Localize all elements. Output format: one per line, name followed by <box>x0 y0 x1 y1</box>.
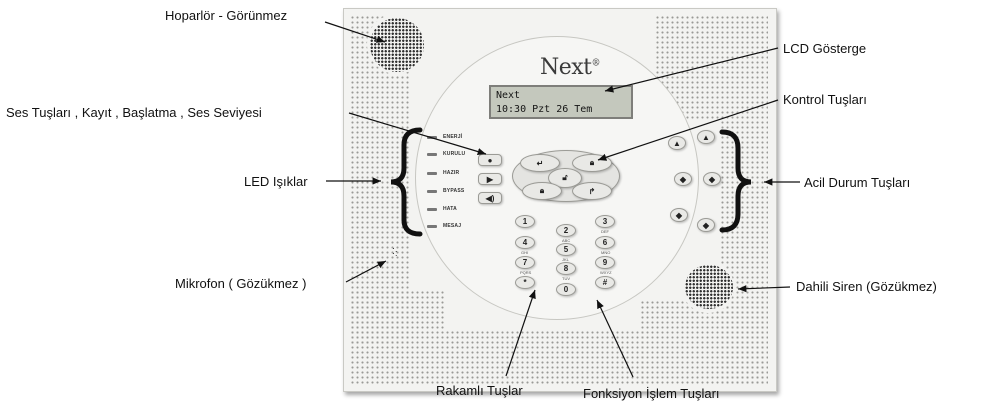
keypad-sub-5: JKL <box>562 257 569 262</box>
keypad-key-2[interactable]: 2 <box>556 224 576 237</box>
arm-home-icon: ↵ <box>536 158 544 168</box>
grille-bottom-center <box>445 330 645 385</box>
keypad-key-3[interactable]: 3 <box>595 215 615 228</box>
control-unlock-button[interactable]: 🔓︎ <box>548 168 582 188</box>
keypad-key-5[interactable]: 5 <box>556 243 576 256</box>
keypad-key-star[interactable]: * <box>515 276 535 289</box>
lcd-line-2: 10:30 Pzt 26 Tem <box>496 104 593 115</box>
keypad-sub-2: ABC <box>562 238 571 243</box>
label-numeric-keys: Rakamlı Tuşlar <box>436 383 523 398</box>
led-label-fault: HATA <box>443 206 457 212</box>
keypad-key-4[interactable]: 4 <box>515 236 535 249</box>
control-arm-home-button[interactable]: ↵ <box>520 154 560 172</box>
label-function-keys: Fonksiyon İşlem Tuşları <box>583 386 720 401</box>
emergency-key-4[interactable]: ◆ <box>703 172 721 186</box>
keypad-sub-8: TUV <box>562 276 570 281</box>
internal-siren <box>685 265 733 309</box>
led-label-armed: KURULU <box>443 151 466 157</box>
control-exit-button[interactable]: ↱ <box>572 182 612 200</box>
emergency-icon: ◆ <box>702 220 710 230</box>
keypad-key-9[interactable]: 9 <box>595 256 615 269</box>
label-microphone: Mikrofon ( Gözükmez ) <box>175 276 307 291</box>
volume-icon: ◀) <box>485 193 495 203</box>
lock-icon: 🔒︎ <box>589 158 595 167</box>
play-button[interactable]: ▶ <box>478 173 502 185</box>
exit-icon: ↱ <box>588 186 596 196</box>
play-icon: ▶ <box>486 174 494 184</box>
led-label-message: MESAJ <box>443 223 462 229</box>
keypad-sub-9: WXYZ <box>600 270 612 275</box>
led-label-ready: HAZIR <box>443 170 460 176</box>
label-internal-siren: Dahili Siren (Gözükmez) <box>796 279 937 294</box>
keypad-key-6[interactable]: 6 <box>595 236 615 249</box>
aux-icon: ◆ <box>675 210 683 220</box>
led-ready <box>427 172 437 175</box>
keypad-key-1[interactable]: 1 <box>515 215 535 228</box>
microphone-holes: ··: <box>392 243 398 258</box>
led-label-bypass: BYPASS <box>443 188 465 194</box>
keypad-key-7[interactable]: 7 <box>515 256 535 269</box>
emergency-key-1[interactable]: ▲ <box>668 136 686 150</box>
led-label-power: ENERJİ <box>443 134 463 140</box>
hidden-speaker <box>370 18 424 72</box>
unlock-icon: 🔓︎ <box>562 173 568 182</box>
emergency-key-3[interactable]: ◆ <box>674 172 692 186</box>
keypad-key-8[interactable]: 8 <box>556 262 576 275</box>
label-audio-keys: Ses Tuşları , Kayıt , Başlatma , Ses Sev… <box>6 105 262 120</box>
grille-bottom-right <box>640 300 768 385</box>
panic-icon: ▲ <box>702 132 710 142</box>
lcd-line-1: Next <box>496 90 521 101</box>
keypad-key-0[interactable]: 0 <box>556 283 576 296</box>
volume-button[interactable]: ◀) <box>478 192 502 204</box>
brand-logo: Next® <box>540 55 601 80</box>
label-control-keys: Kontrol Tuşları <box>783 92 867 107</box>
grille-bottom-left <box>350 290 445 385</box>
emergency-key-6[interactable]: ◆ <box>697 218 715 232</box>
led-message <box>427 225 437 228</box>
keypad-sub-7: PQRS <box>520 270 532 275</box>
lock-partial-icon: 🔒︎ <box>539 186 545 195</box>
keypad-key-hash[interactable]: # <box>595 276 615 289</box>
lcd-display: Next 10:30 Pzt 26 Tem <box>489 85 633 119</box>
police-icon: ◆ <box>708 174 716 184</box>
record-icon: ● <box>487 155 493 165</box>
label-led-lights: LED Işıklar <box>244 174 308 189</box>
keypad-sub-6: MNO <box>601 250 611 255</box>
label-hidden-speaker: Hoparlör - Görünmez <box>165 8 288 23</box>
control-partial-lock-button[interactable]: 🔒︎ <box>522 182 562 200</box>
label-lcd-display: LCD Gösterge <box>783 41 867 56</box>
keypad-sub-3: DEF <box>601 229 609 234</box>
fire-icon: ▲ <box>673 138 681 148</box>
keypad-sub-4: GHI <box>521 250 529 255</box>
led-fault <box>427 208 437 211</box>
medical-icon: ◆ <box>679 174 687 184</box>
led-armed <box>427 153 437 156</box>
emergency-key-5[interactable]: ◆ <box>670 208 688 222</box>
emergency-key-2[interactable]: ▲ <box>697 130 715 144</box>
record-button[interactable]: ● <box>478 154 502 166</box>
label-emergency-keys: Acil Durum Tuşları <box>804 175 911 190</box>
led-bypass <box>427 190 437 193</box>
